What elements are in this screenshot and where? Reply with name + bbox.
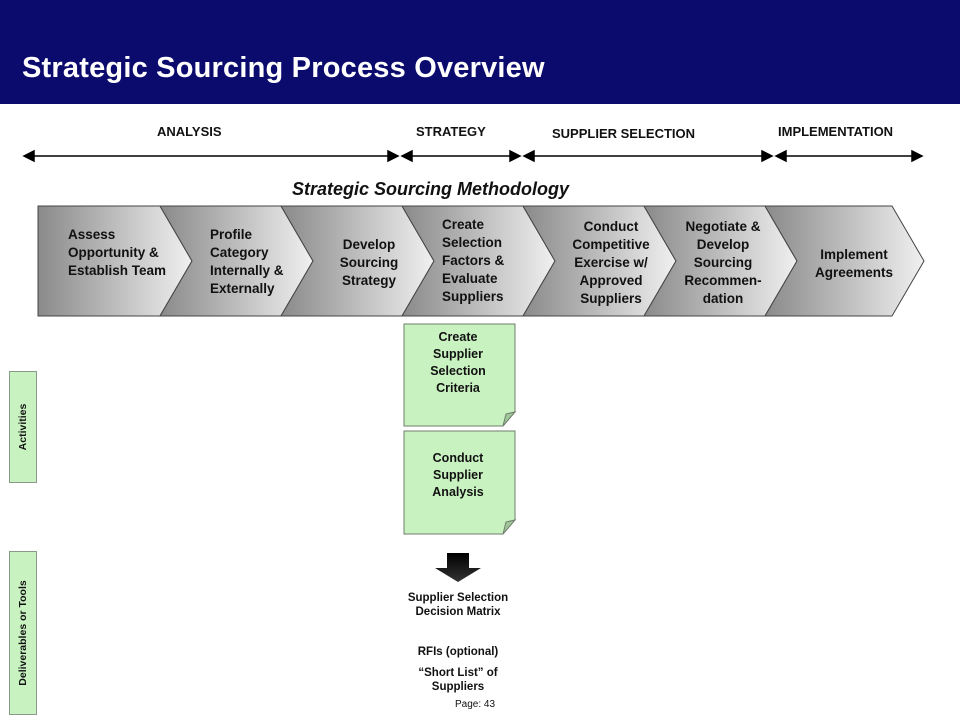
phase-analysis: ANALYSIS [157,124,222,139]
step-label-7: Implement Agreements [814,247,894,280]
activities-tab-label: Activities [17,403,29,451]
deliverable-2: RFIs (optional) [417,646,499,658]
step-label-3: Develop Sourcing Strategy [339,237,399,288]
step-label-4: Create Selection Factors & Evaluate Supp… [442,217,505,304]
phase-arrow-strategy [400,149,522,163]
activity-text-1: Create Supplier Selection Criteria [430,330,486,395]
down-arrow-icon [435,553,481,582]
activity-note-1 [403,323,517,427]
page-number: Page: 43 [455,699,496,710]
phase-implementation: IMPLEMENTATION [778,124,894,139]
chevron-step-7 [764,205,925,317]
page-title: Strategic Sourcing Process Overview [22,52,545,84]
deliverables-tab: Deliverables or Tools [9,551,37,715]
title-bar: Strategic Sourcing Process Overview [0,0,960,104]
phase-strategy: STRATEGY [416,124,486,139]
activity-note-2 [403,430,517,535]
activities-tab: Activities [9,371,37,483]
activity-text-2: Conduct Supplier Analysis [432,451,484,499]
phase-arrow-supplier-selection [522,149,774,163]
step-label-2: Profile Category Internally & Externally [210,227,284,296]
step-label-1: Assess Opportunity & Establish Team [68,227,167,278]
deliverable-3: “Short List” of Suppliers [418,667,498,693]
step-label-6: Negotiate & Develop Sourcing Recommen-da… [684,219,762,306]
deliverable-1: Supplier Selection Decision Matrix [407,592,509,618]
phase-supplier-selection: SUPPLIER SELECTION [552,126,696,141]
phase-arrow-implementation [774,149,924,163]
methodology-title: Strategic Sourcing Methodology [292,179,570,199]
deliverables-tab-label: Deliverables or Tools [17,580,29,686]
phase-arrow-analysis [22,149,400,163]
step-label-5: Conduct Competitive Exercise w/ Approved… [572,219,650,306]
